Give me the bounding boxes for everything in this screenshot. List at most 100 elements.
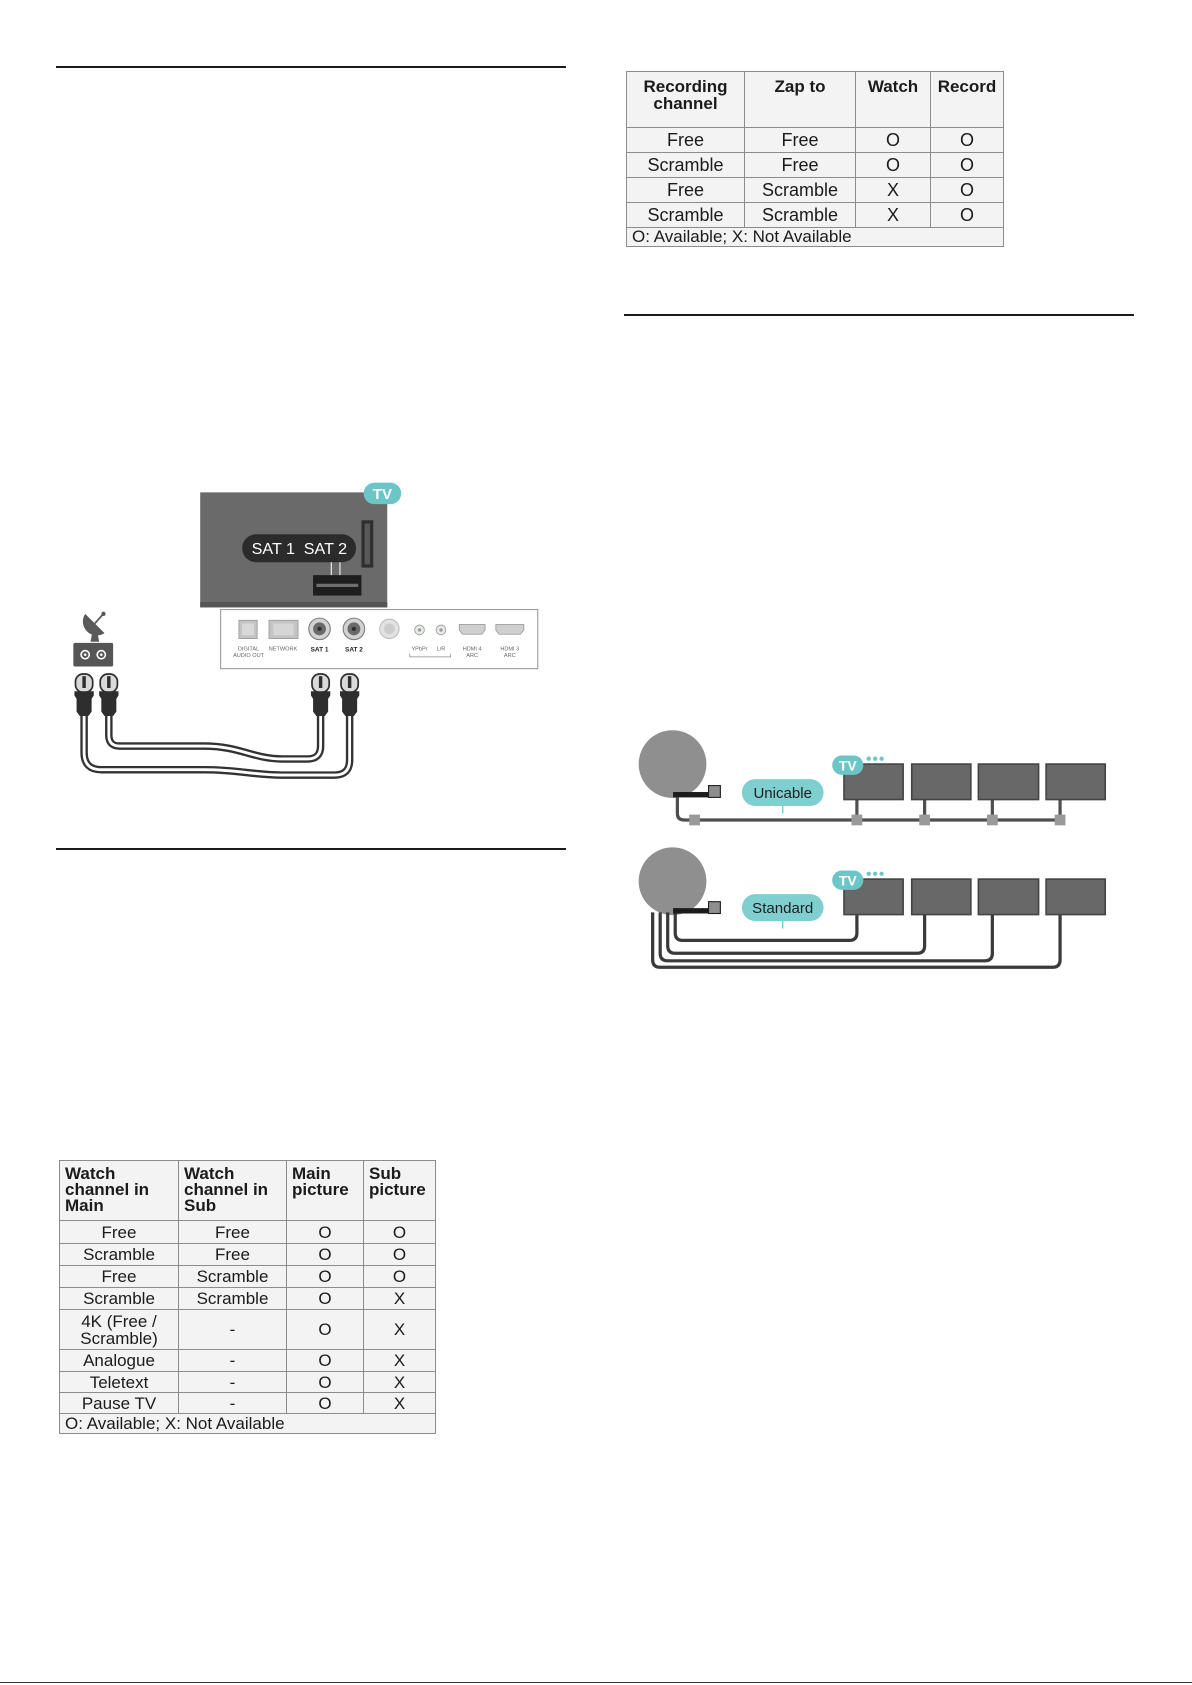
table-cell: Scramble <box>59 1243 179 1266</box>
page-footer-line <box>0 1682 1192 1683</box>
lnb <box>672 785 721 799</box>
table-footnote: O: Available; X: Not Available <box>59 1413 436 1434</box>
table-row: Scramble Scramble O X <box>59 1287 436 1310</box>
sat-port-callout <box>241 534 356 563</box>
satellite-dish-icon <box>82 611 106 642</box>
table-cell: - <box>178 1349 287 1372</box>
f-connector <box>98 673 119 716</box>
table-cell: Pause TV <box>59 1392 179 1414</box>
table-cell: Scramble <box>178 1265 287 1288</box>
table-row: Scramble Free O O <box>59 1243 436 1266</box>
f-connector <box>310 673 331 716</box>
satellite-dish <box>638 730 707 799</box>
table-row: Free Free O O <box>626 127 1004 153</box>
table-cell: X <box>363 1287 436 1310</box>
table-cell: - <box>178 1392 287 1414</box>
table-cell: O <box>286 1349 364 1372</box>
column-header: Zap to <box>744 71 856 128</box>
satellite-dish <box>638 847 707 916</box>
table-cell: Analogue <box>59 1349 179 1372</box>
table-cell: Scramble <box>744 177 856 203</box>
table-cell: Scramble <box>744 202 856 228</box>
callout-sat1-label: SAT 1 <box>251 540 294 558</box>
table-cell: O <box>855 127 931 153</box>
table-header-row: Watch channel in Main Watch channel in S… <box>59 1160 436 1221</box>
tv-box <box>977 878 1040 916</box>
port-label: YPbPr <box>411 646 427 652</box>
sat1-port <box>307 617 331 641</box>
tv-badge: TV <box>363 482 401 505</box>
table-cell: O <box>286 1309 364 1350</box>
port-label: SAT 2 <box>345 646 363 653</box>
ypbpr-port <box>413 624 425 636</box>
pip-availability-table: Watch channel in Main Watch channel in S… <box>59 1160 436 1434</box>
port-label: L/R <box>436 646 445 652</box>
table-cell: O <box>286 1392 364 1414</box>
table-cell: O <box>363 1220 436 1244</box>
port-label: ARC <box>466 653 478 659</box>
f-connector <box>74 673 94 716</box>
column-header: Sub picture <box>363 1160 436 1221</box>
table-cell: Free <box>59 1265 179 1288</box>
standard-label-pill: Standard <box>741 894 824 922</box>
unicable-diagram: Unicable TV <box>638 730 1106 826</box>
table-cell: O <box>930 127 1004 153</box>
tv-badge: TV <box>832 755 864 776</box>
port-label: NETWORK <box>268 646 297 652</box>
table-cell: Free <box>178 1243 287 1266</box>
splitter <box>689 814 700 826</box>
section-divider <box>56 848 566 850</box>
table-row: Free Free O O <box>59 1220 436 1244</box>
table-cell: Scramble <box>59 1287 179 1310</box>
column-header: Record <box>930 71 1004 128</box>
table-cell: X <box>855 177 931 203</box>
table-cell: O <box>286 1371 364 1393</box>
column-header: Recording channel <box>626 71 745 128</box>
satellite-connection-diagram: SAT 1 SAT 2 TV <box>73 482 539 779</box>
hdmi3-port <box>495 624 524 635</box>
standard-cable <box>665 912 927 956</box>
tv-box <box>910 763 972 801</box>
coax-cable <box>104 715 325 763</box>
table-cell: X <box>363 1309 436 1350</box>
port-label: HDMI 3 <box>500 646 519 652</box>
wall-outlet-icon <box>73 642 113 667</box>
table-cell: O <box>930 177 1004 203</box>
network-port <box>268 619 299 639</box>
standard-cable <box>673 912 859 943</box>
port-label: SAT 1 <box>310 646 328 653</box>
table-cell: Free <box>178 1220 287 1244</box>
tv-back-panel: SAT 1 SAT 2 <box>199 492 387 608</box>
tv-box <box>977 763 1040 801</box>
table-footnote-row: O: Available; X: Not Available <box>626 227 1004 247</box>
table-cell: X <box>363 1392 436 1414</box>
standard-cable <box>658 912 994 963</box>
port-label: DIGITAL <box>238 646 259 652</box>
splitter <box>1054 814 1066 826</box>
table-cell: Free <box>744 127 856 153</box>
standard-label: Standard <box>752 900 813 917</box>
table-cell: Free <box>744 152 856 178</box>
table-footnote-row: O: Available; X: Not Available <box>59 1413 436 1434</box>
unicable-label-pill: Unicable <box>741 779 824 807</box>
tv-badge-label: TV <box>839 758 858 774</box>
column-header: Watch channel in Sub <box>178 1160 287 1221</box>
splitter <box>986 814 998 826</box>
more-dots-icon <box>866 871 884 877</box>
table-cell: O <box>930 202 1004 228</box>
tv-box <box>910 878 972 916</box>
table-row: Pause TV - O X <box>59 1392 436 1414</box>
table-cell: O <box>855 152 931 178</box>
table-row: Free Scramble O O <box>59 1265 436 1288</box>
table-cell: O <box>286 1265 364 1288</box>
port-group-bracket <box>409 653 451 658</box>
hdmi4-port <box>458 624 486 635</box>
section-divider <box>56 66 566 68</box>
tv-badge-label: TV <box>373 486 392 503</box>
table-cell: - <box>178 1309 287 1350</box>
cable-bus <box>675 797 1065 822</box>
tv-box <box>1045 878 1106 916</box>
digital-audio-out-port <box>238 619 258 639</box>
table-cell: X <box>363 1349 436 1372</box>
table-row: Free Scramble X O <box>626 177 1004 203</box>
